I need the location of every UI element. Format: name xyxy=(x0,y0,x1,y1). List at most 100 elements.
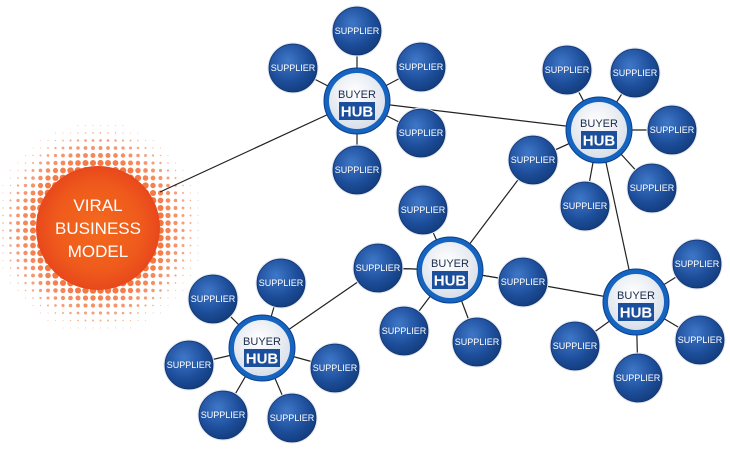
halftone-dot xyxy=(76,139,80,142)
supplier-node: SUPPLIER xyxy=(507,134,559,186)
halftone-dot xyxy=(39,147,42,149)
halftone-dot xyxy=(120,160,126,166)
halftone-dot xyxy=(189,252,192,254)
halftone-dot xyxy=(174,266,177,270)
halftone-dot xyxy=(37,190,44,196)
supplier-node: SUPPLIER xyxy=(497,256,549,308)
halftone-dot xyxy=(30,250,36,256)
supplier-label: SUPPLIER xyxy=(501,277,546,287)
halftone-dot xyxy=(113,146,118,150)
halftone-dot xyxy=(158,273,163,278)
supplier-label: SUPPLIER xyxy=(356,263,401,273)
halftone-dot xyxy=(157,204,164,212)
halftone-dot xyxy=(32,297,34,299)
halftone-dot xyxy=(38,168,43,173)
buyer-hub-node: BUYER HUB xyxy=(228,314,296,382)
halftone-dot xyxy=(175,162,176,164)
halftone-dot xyxy=(165,258,171,263)
halftone-dot xyxy=(122,125,124,126)
halftone-dot xyxy=(135,288,141,293)
halftone-dot xyxy=(122,132,124,134)
halftone-dot xyxy=(167,155,169,156)
halftone-dot xyxy=(181,206,185,210)
halftone-dot xyxy=(38,281,43,285)
halftone-dot xyxy=(61,303,65,308)
halftone-dot xyxy=(46,304,50,307)
supplier-label: SUPPLIER xyxy=(399,62,444,72)
halftone-dot xyxy=(62,327,64,329)
halftone-dot xyxy=(145,140,146,141)
halftone-dot xyxy=(128,295,133,301)
halftone-dot xyxy=(150,273,156,278)
supplier-circle xyxy=(198,390,248,440)
halftone-dot xyxy=(115,327,116,329)
halftone-dot xyxy=(189,192,192,194)
supplier-circle xyxy=(647,105,697,155)
halftone-dot xyxy=(54,304,57,307)
supplier-circle xyxy=(675,315,725,365)
halftone-dot xyxy=(23,258,28,263)
halftone-dot xyxy=(85,125,86,126)
halftone-dot xyxy=(45,168,51,173)
halftone-dot xyxy=(54,146,57,150)
halftone-dot xyxy=(69,319,72,322)
halftone-dot xyxy=(128,303,133,308)
halftone-dot xyxy=(166,281,170,285)
supplier-circle xyxy=(452,317,502,367)
halftone-dot xyxy=(2,237,4,239)
halftone-dot xyxy=(142,175,149,181)
halftone-dot xyxy=(9,259,12,262)
supplier-node: SUPPLIER xyxy=(451,316,503,368)
halftone-dot xyxy=(165,212,171,219)
halftone-dot xyxy=(30,197,36,204)
halftone-dot xyxy=(83,311,88,315)
hub-label: HUB xyxy=(246,351,279,368)
halftone-dot xyxy=(98,311,103,315)
halftone-dot xyxy=(181,199,185,202)
halftone-dot xyxy=(23,243,28,248)
supplier-node: SUPPLIER xyxy=(378,305,430,357)
halftone-dot xyxy=(60,167,66,174)
halftone-dot xyxy=(23,191,28,195)
halftone-dot xyxy=(107,327,109,329)
halftone-dot xyxy=(55,132,56,134)
halftone-dot xyxy=(149,189,157,197)
halftone-dot xyxy=(90,295,96,301)
supplier-label: SUPPLIER xyxy=(650,125,695,135)
halftone-dot xyxy=(92,319,94,322)
halftone-dot xyxy=(121,311,125,315)
halftone-dot xyxy=(106,311,110,315)
halftone-dot xyxy=(197,252,199,254)
halftone-dot xyxy=(190,185,191,186)
halftone-dot xyxy=(121,139,125,142)
halftone-dot xyxy=(2,222,4,224)
halftone-dot xyxy=(174,282,177,284)
halftone-dot xyxy=(114,319,117,322)
halftone-dot xyxy=(16,213,20,218)
buyer-label: BUYER xyxy=(243,336,281,348)
halftone-dot xyxy=(114,132,117,134)
supplier-label: SUPPLIER xyxy=(335,165,380,175)
halftone-dot xyxy=(9,251,12,255)
halftone-dot xyxy=(16,251,20,255)
halftone-dot xyxy=(9,244,12,247)
halftone-dot xyxy=(152,312,154,314)
supplier-node: SUPPLIER xyxy=(626,162,678,214)
halftone-dot xyxy=(30,258,36,263)
supplier-circle xyxy=(508,135,558,185)
halftone-dot xyxy=(29,234,37,242)
halftone-dot xyxy=(157,242,164,249)
halftone-dot xyxy=(92,125,94,126)
supplier-circle xyxy=(332,6,382,56)
supplier-label: SUPPLIER xyxy=(511,155,556,165)
halftone-dot xyxy=(24,162,27,164)
supplier-circle xyxy=(267,393,317,443)
halftone-dot xyxy=(173,258,178,263)
halftone-dot xyxy=(174,274,177,277)
halftone-dot xyxy=(151,288,155,293)
halftone-dot xyxy=(197,222,199,224)
halftone-dot xyxy=(69,132,72,134)
halftone-dot xyxy=(82,295,89,301)
